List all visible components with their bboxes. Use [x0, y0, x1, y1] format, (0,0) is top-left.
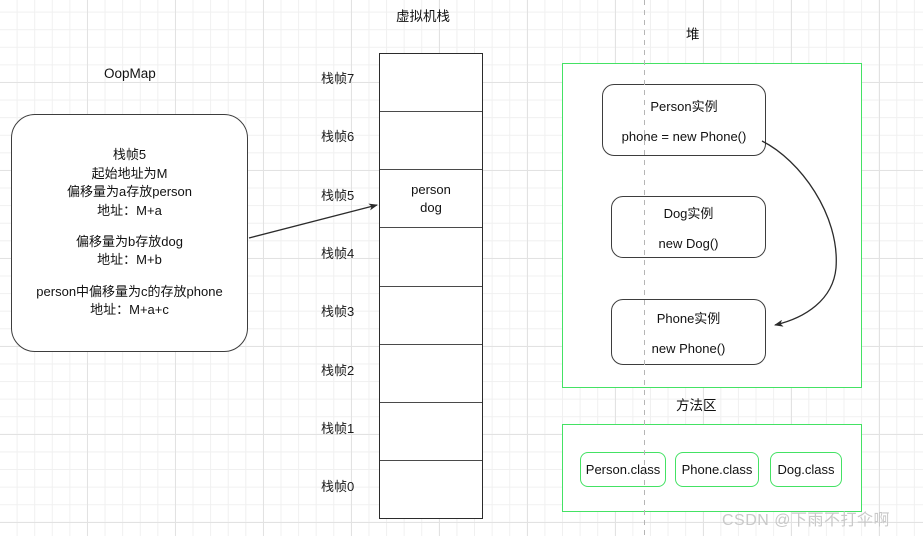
method-area-title: 方法区 [676, 398, 717, 413]
oopmap-text: 栈帧5 起始地址为M 偏移量为a存放person 地址：M+a 偏移量为b存放d… [12, 115, 247, 351]
stack-frame-label-6: 栈帧6 [321, 129, 355, 144]
stack-cell-6 [380, 112, 482, 171]
oopmap-box: 栈帧5 起始地址为M 偏移量为a存放person 地址：M+a 偏移量为b存放d… [11, 114, 248, 352]
oopmap-line: 地址：M+a [97, 202, 162, 218]
arrow-oopmap-to-frame5 [248, 203, 378, 239]
oopmap-line: 偏移量为a存放person [67, 184, 192, 200]
stack-frame-label-0: 栈帧0 [321, 479, 355, 494]
stack-cell-0 [380, 461, 482, 518]
person-instance-name: Person实例 [650, 99, 718, 114]
oopmap-group-2: 偏移量为b存放dog 地址：M+b [76, 233, 183, 270]
oopmap-line: person中偏移量为c的存放phone [36, 283, 223, 299]
stack-frame-label-1: 栈帧1 [321, 421, 355, 436]
dog-instance-detail: new Dog() [658, 236, 719, 251]
watermark: CSDN @下雨不打伞啊 [722, 512, 891, 529]
oopmap-group-1: 栈帧5 起始地址为M 偏移量为a存放person 地址：M+a [67, 146, 192, 220]
stack-frame-label-5: 栈帧5 [321, 188, 355, 203]
stack-frame-label-2: 栈帧2 [321, 363, 355, 378]
dog-instance-name: Dog实例 [663, 206, 714, 221]
stack-cell-2 [380, 345, 482, 403]
class-box-phone-label: Phone.class [681, 462, 753, 477]
oopmap-line: 起始地址为M [91, 165, 168, 181]
phone-instance-name: Phone实例 [656, 311, 721, 326]
oopmap-title: OopMap [104, 66, 156, 81]
person-instance-box: Person实例 phone = new Phone() [602, 84, 766, 156]
stack-cell-4 [380, 228, 482, 287]
stack-cell-3 [380, 287, 482, 345]
stack-frame-label-7: 栈帧7 [321, 71, 355, 86]
class-box-person-label: Person.class [585, 462, 661, 477]
person-instance-detail: phone = new Phone() [621, 129, 747, 144]
oopmap-line: 地址：M+a+c [90, 302, 169, 318]
class-box-dog-label: Dog.class [777, 462, 835, 477]
oopmap-line: 偏移量为b存放dog [76, 234, 183, 249]
vm-stack-box: person dog [379, 53, 483, 519]
stack-cell-1 [380, 403, 482, 461]
class-box-person: Person.class [580, 452, 666, 487]
class-box-dog: Dog.class [770, 452, 842, 487]
stack-title: 虚拟机栈 [396, 9, 450, 24]
oopmap-group-3: person中偏移量为c的存放phone 地址：M+a+c [36, 283, 222, 320]
phone-instance-box: Phone实例 new Phone() [611, 299, 766, 365]
stack-cell-5: person dog [380, 170, 482, 229]
oopmap-line: 栈帧5 [112, 147, 147, 163]
stack-cell-5-var-dog: dog [420, 199, 442, 215]
stack-cell-5-var-person: person [411, 182, 451, 198]
heap-title: 堆 [686, 27, 700, 42]
oopmap-line: 地址：M+b [97, 252, 162, 268]
phone-instance-detail: new Phone() [651, 341, 726, 356]
class-box-phone: Phone.class [675, 452, 759, 487]
dog-instance-box: Dog实例 new Dog() [611, 196, 766, 258]
stack-cell-7 [380, 54, 482, 113]
stack-frame-label-3: 栈帧3 [321, 304, 355, 319]
stack-frame-label-4: 栈帧4 [321, 246, 355, 261]
